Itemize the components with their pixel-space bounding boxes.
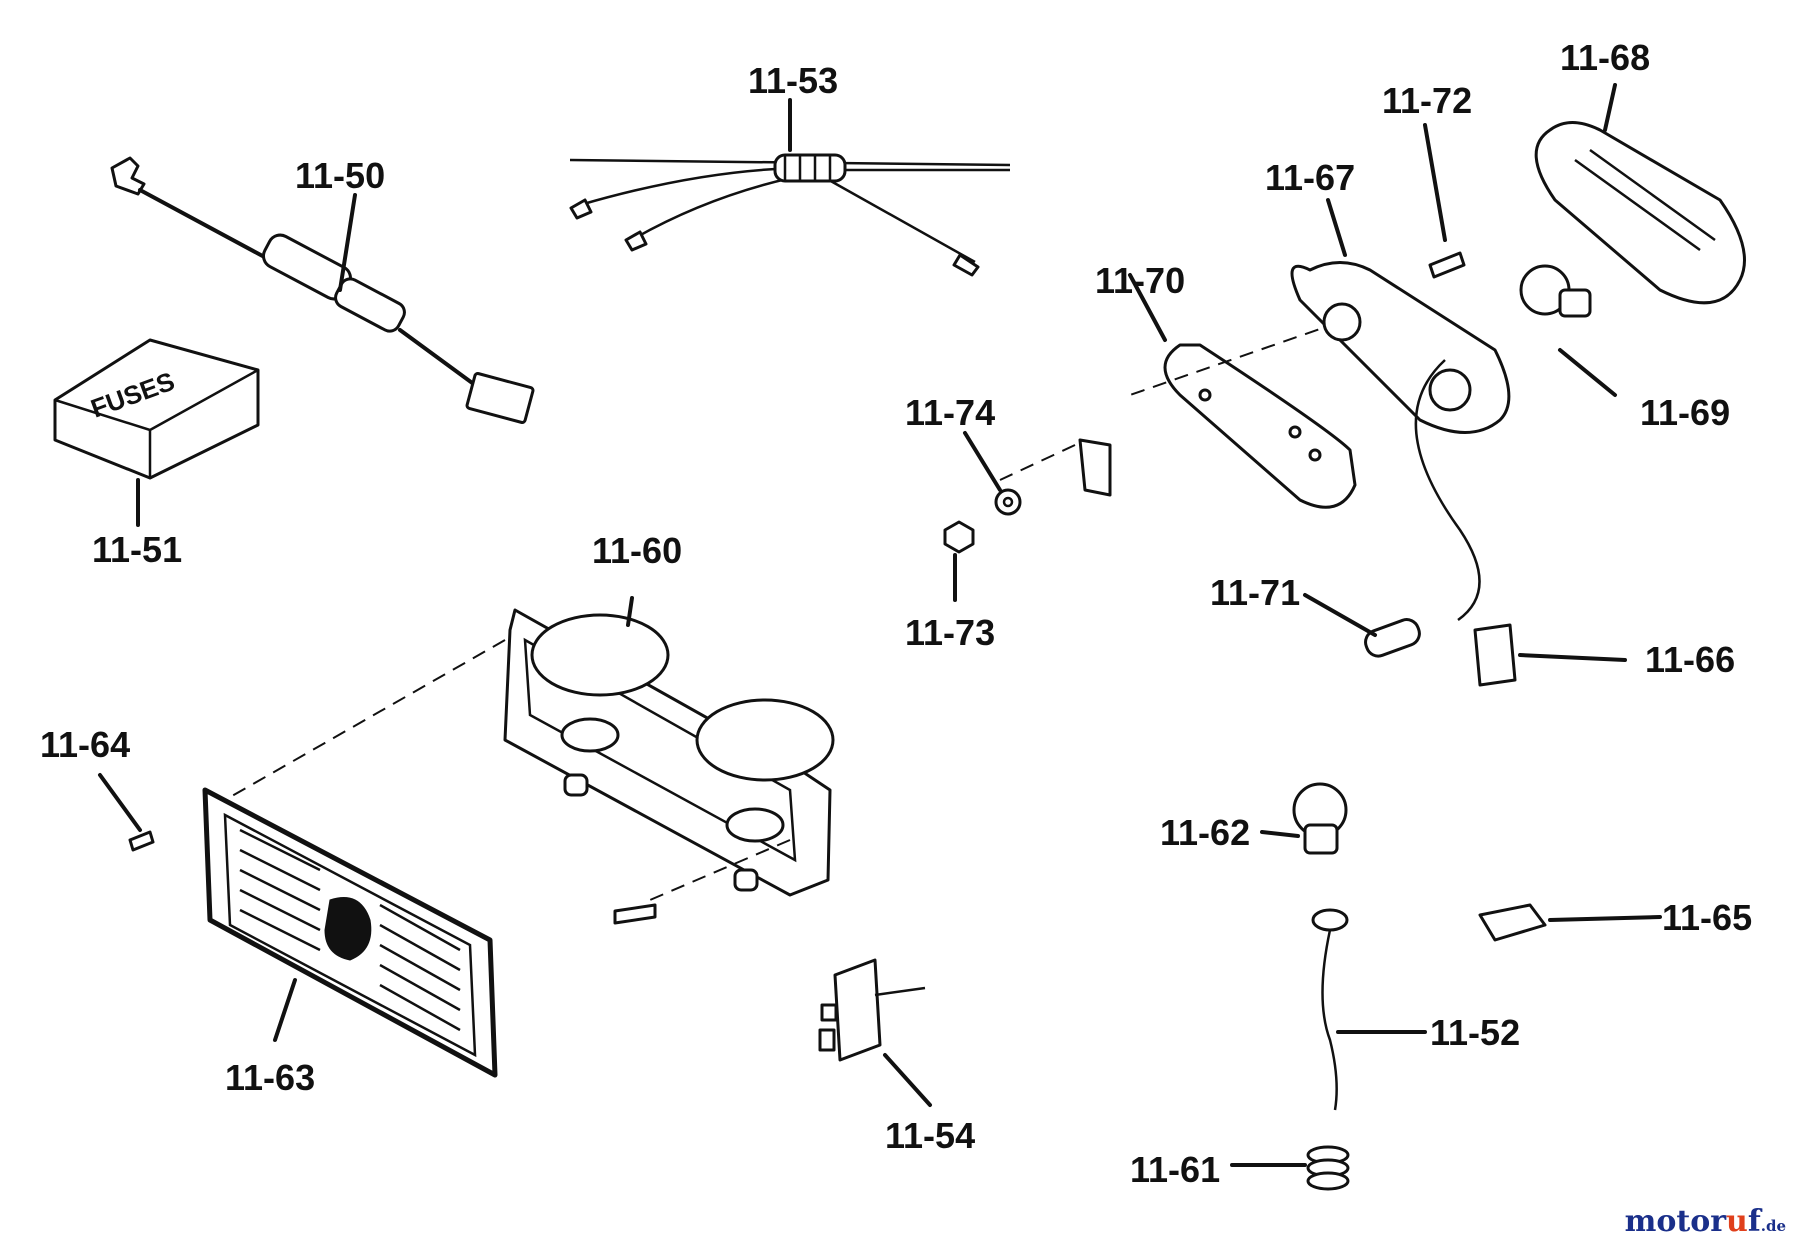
leader-lines bbox=[98, 83, 1662, 1167]
part-label-11-65: 11-65 bbox=[1662, 897, 1752, 938]
part-label-11-66: 11-66 bbox=[1645, 639, 1735, 680]
inline-fuse-holder bbox=[110, 156, 535, 424]
lens-screw bbox=[1428, 251, 1466, 279]
wire-harness bbox=[569, 153, 1011, 277]
part-label-11-52: 11-52 bbox=[1430, 1012, 1520, 1053]
housing-screw bbox=[613, 903, 657, 925]
part-label-11-73: 11-73 bbox=[905, 612, 995, 653]
part-label-11-50: 11-50 bbox=[295, 155, 385, 196]
fuse-box: FUSES bbox=[53, 338, 260, 480]
part-label-11-74: 11-74 bbox=[905, 392, 995, 433]
part-label-11-64: 11-64 bbox=[40, 724, 130, 765]
part-label-11-54: 11-54 bbox=[885, 1115, 975, 1156]
part-label-11-67: 11-67 bbox=[1265, 157, 1355, 198]
bullet-connector bbox=[1478, 903, 1547, 942]
wire-clip bbox=[1473, 623, 1517, 687]
socket-disc bbox=[1311, 908, 1349, 932]
part-label-11-71: 11-71 bbox=[1210, 572, 1300, 613]
taillight-mounting-plate bbox=[1163, 343, 1357, 509]
part-label-11-72: 11-72 bbox=[1382, 80, 1472, 121]
taillight-lens bbox=[1534, 121, 1746, 305]
wire-connector bbox=[1364, 618, 1421, 658]
part-label-11-69: 11-69 bbox=[1640, 392, 1730, 433]
part-label-11-70: 11-70 bbox=[1095, 260, 1185, 301]
socket-wire bbox=[1321, 929, 1338, 1111]
washer bbox=[994, 488, 1022, 516]
part-label-11-68: 11-68 bbox=[1560, 37, 1650, 78]
part-label-11-63: 11-63 bbox=[225, 1057, 315, 1098]
headlight-bulb bbox=[1292, 782, 1348, 855]
grille-screw bbox=[128, 830, 155, 852]
taillight-bulb bbox=[1519, 264, 1592, 318]
toggle-switch bbox=[818, 958, 926, 1062]
part-label-11-60: 11-60 bbox=[592, 530, 682, 571]
part-label-11-51: 11-51 bbox=[92, 529, 182, 570]
watermark-logo: motoruf.de bbox=[1624, 1204, 1786, 1239]
part-label-11-61: 11-61 bbox=[1130, 1149, 1220, 1190]
headlight-housing bbox=[503, 608, 835, 897]
taillight-housing bbox=[1290, 261, 1511, 622]
hex-nut bbox=[943, 520, 975, 554]
spring bbox=[1306, 1145, 1350, 1191]
mounting-bracket bbox=[1078, 438, 1112, 497]
part-label-11-53: 11-53 bbox=[748, 60, 838, 101]
headlight-grille bbox=[202, 787, 498, 1078]
part-label-11-62: 11-62 bbox=[1160, 812, 1250, 853]
